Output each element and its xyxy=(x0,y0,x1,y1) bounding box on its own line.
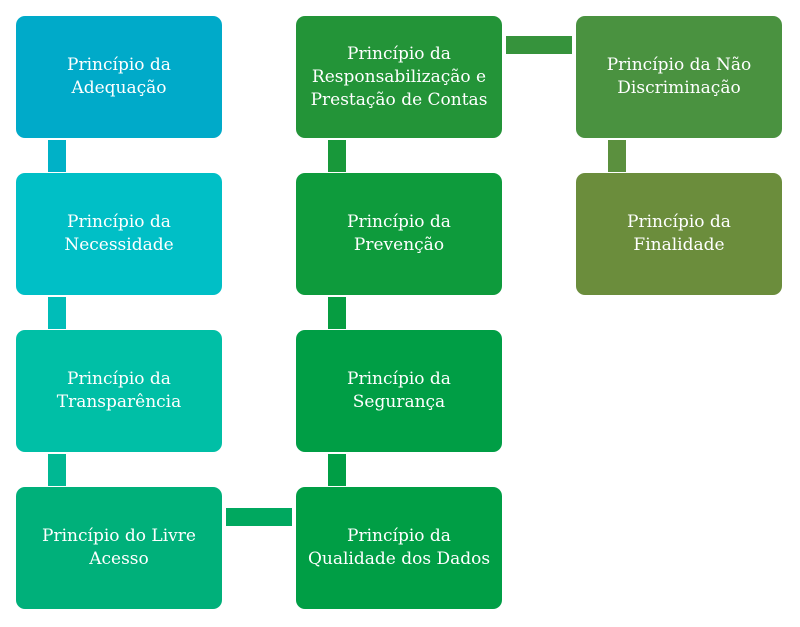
box-line: Princípio da xyxy=(67,55,171,75)
box-principio-transparencia: Princípio da Transparência xyxy=(16,330,222,452)
box-line: Princípio da Não xyxy=(606,55,752,75)
box-line: Responsabilização e xyxy=(311,66,487,87)
connector-necessidade-transparencia xyxy=(48,297,66,329)
box-principio-seguranca: Princípio da Segurança xyxy=(296,330,502,452)
box-text: Princípio da Segurança xyxy=(347,368,451,414)
box-principio-responsabilizacao: Princípio da Responsabilização e Prestaç… xyxy=(296,16,502,138)
box-line: Transparência xyxy=(56,392,182,412)
box-line: Princípio da xyxy=(347,369,451,389)
box-line: Segurança xyxy=(352,392,446,412)
connector-transparencia-livre-acesso xyxy=(48,454,66,486)
box-principio-nao-discriminacao: Princípio da Não Discriminação xyxy=(576,16,782,138)
box-text: Princípio da Prevenção xyxy=(347,211,451,257)
connector-responsabilizacao-nao-discriminacao xyxy=(506,36,572,54)
box-line: Princípio da xyxy=(347,212,451,232)
connector-nao-discriminacao-finalidade xyxy=(608,140,626,172)
box-text: Princípio da Qualidade dos Dados xyxy=(308,525,490,571)
box-line: Princípio da xyxy=(67,369,171,389)
box-line: Discriminação xyxy=(617,78,741,98)
box-text: Princípio da Não Discriminação xyxy=(607,54,752,100)
box-text: Princípio da Responsabilização e Prestaç… xyxy=(311,43,488,112)
box-line: Acesso xyxy=(89,549,149,569)
box-line: Qualidade dos Dados xyxy=(307,549,491,569)
box-line: Princípio da xyxy=(347,526,451,546)
box-line: Princípio da xyxy=(347,43,451,64)
box-principio-finalidade: Princípio da Finalidade xyxy=(576,173,782,295)
box-principio-qualidade-dados: Princípio da Qualidade dos Dados xyxy=(296,487,502,609)
box-line: Prestação de Contas xyxy=(310,89,488,110)
connector-prevencao-responsabilizacao xyxy=(328,140,346,172)
box-text: Princípio da Transparência xyxy=(57,368,182,414)
box-line: Princípio da xyxy=(627,212,731,232)
connector-seguranca-prevencao xyxy=(328,297,346,329)
box-principio-livre-acesso: Princípio do Livre Acesso xyxy=(16,487,222,609)
connector-livre-acesso-qualidade xyxy=(226,508,292,526)
box-line: Princípio do Livre xyxy=(42,526,196,546)
box-text: Princípio da Adequação xyxy=(67,54,171,100)
box-line: Prevenção xyxy=(353,235,445,255)
box-text: Princípio do Livre Acesso xyxy=(42,525,196,571)
box-principio-necessidade: Princípio da Necessidade xyxy=(16,173,222,295)
box-principio-prevencao: Princípio da Prevenção xyxy=(296,173,502,295)
connector-adequacao-necessidade xyxy=(48,140,66,172)
box-line: Adequação xyxy=(71,78,167,98)
connector-qualidade-seguranca xyxy=(328,454,346,486)
box-line: Finalidade xyxy=(633,235,725,255)
box-text: Princípio da Necessidade xyxy=(64,211,173,257)
box-text: Princípio da Finalidade xyxy=(627,211,731,257)
box-principio-adequacao: Princípio da Adequação xyxy=(16,16,222,138)
box-line: Necessidade xyxy=(64,235,174,255)
box-line: Princípio da xyxy=(67,212,171,232)
